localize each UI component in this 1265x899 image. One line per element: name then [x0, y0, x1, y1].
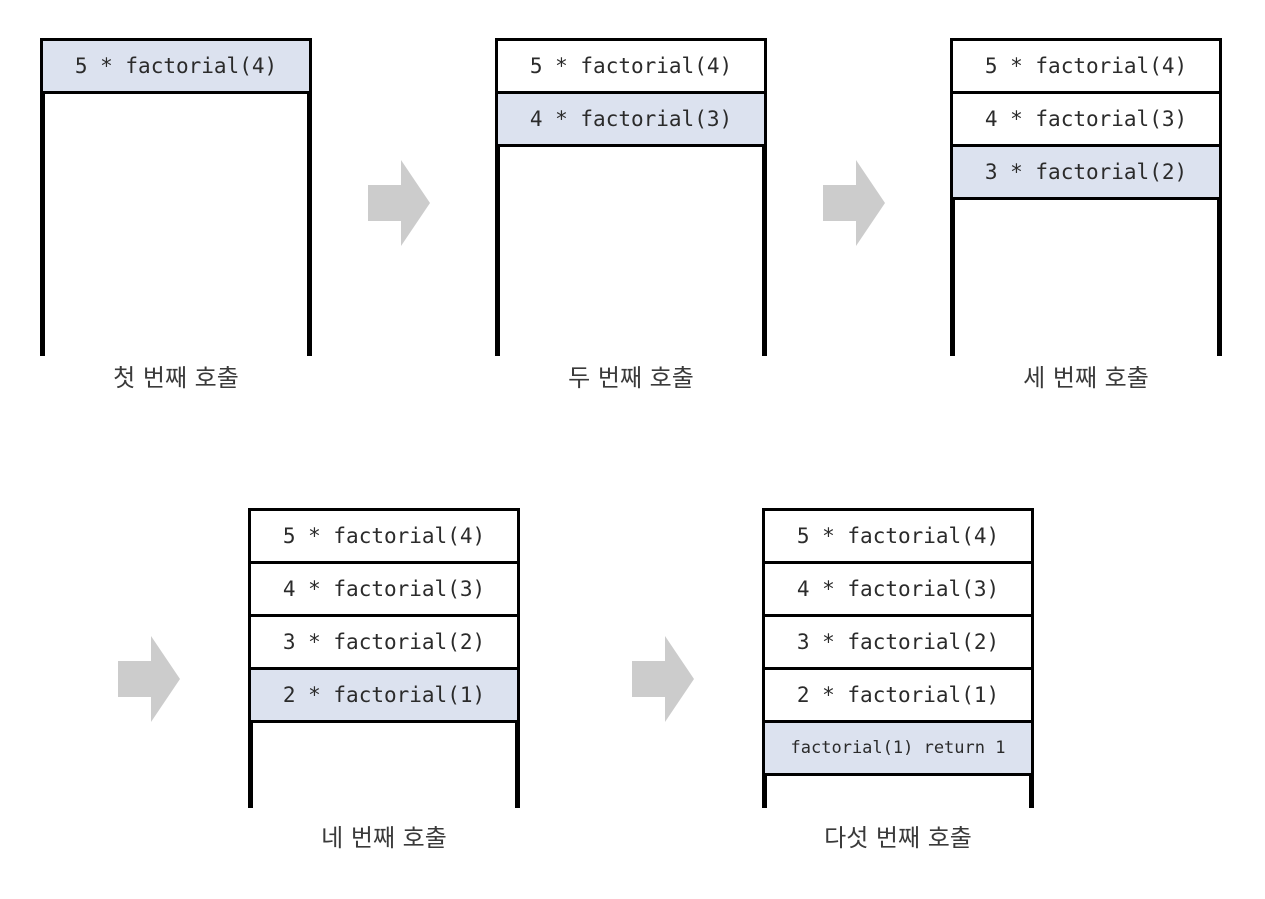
right-arrow-icon — [118, 636, 180, 722]
call-stack-caption-2: 두 번째 호출 — [568, 364, 694, 392]
stack-frame-active: 3 * factorial(2) — [950, 144, 1222, 200]
call-stack-1: 5 * factorial(4) — [40, 38, 312, 356]
stack-frame: 3 * factorial(2) — [248, 614, 520, 670]
stack-frame: 4 * factorial(3) — [248, 561, 520, 617]
stack-frame-active: 5 * factorial(4) — [40, 38, 312, 94]
stack-frame: 4 * factorial(3) — [950, 91, 1222, 147]
call-stack-caption-3: 세 번째 호출 — [1023, 364, 1149, 392]
stack-frames: 5 * factorial(4)4 * factorial(3)3 * fact… — [762, 508, 1034, 776]
stack-frame: 5 * factorial(4) — [950, 38, 1222, 94]
stack-frames: 5 * factorial(4) — [40, 38, 312, 94]
stack-frames: 5 * factorial(4)4 * factorial(3)3 * fact… — [248, 508, 520, 723]
call-stack-3: 5 * factorial(4)4 * factorial(3)3 * fact… — [950, 38, 1222, 356]
right-arrow-icon — [632, 636, 694, 722]
call-stack-caption-1: 첫 번째 호출 — [113, 364, 239, 392]
call-stack-5: 5 * factorial(4)4 * factorial(3)3 * fact… — [762, 508, 1034, 808]
stack-frame-active: 4 * factorial(3) — [495, 91, 767, 147]
stack-frames: 5 * factorial(4)4 * factorial(3) — [495, 38, 767, 147]
call-stack-4: 5 * factorial(4)4 * factorial(3)3 * fact… — [248, 508, 520, 808]
stack-frame: 5 * factorial(4) — [762, 508, 1034, 564]
stack-frame: 5 * factorial(4) — [248, 508, 520, 564]
stack-frames: 5 * factorial(4)4 * factorial(3)3 * fact… — [950, 38, 1222, 200]
stack-frame-active: factorial(1) return 1 — [762, 720, 1034, 776]
stack-frame: 5 * factorial(4) — [495, 38, 767, 94]
call-stack-caption-5: 다섯 번째 호출 — [824, 824, 972, 852]
call-stack-caption-4: 네 번째 호출 — [321, 824, 447, 852]
call-stack-2: 5 * factorial(4)4 * factorial(3) — [495, 38, 767, 356]
stack-frame: 4 * factorial(3) — [762, 561, 1034, 617]
right-arrow-icon — [368, 160, 430, 246]
stack-frame: 3 * factorial(2) — [762, 614, 1034, 670]
stack-frame: 2 * factorial(1) — [762, 667, 1034, 723]
right-arrow-icon — [823, 160, 885, 246]
stack-frame-active: 2 * factorial(1) — [248, 667, 520, 723]
